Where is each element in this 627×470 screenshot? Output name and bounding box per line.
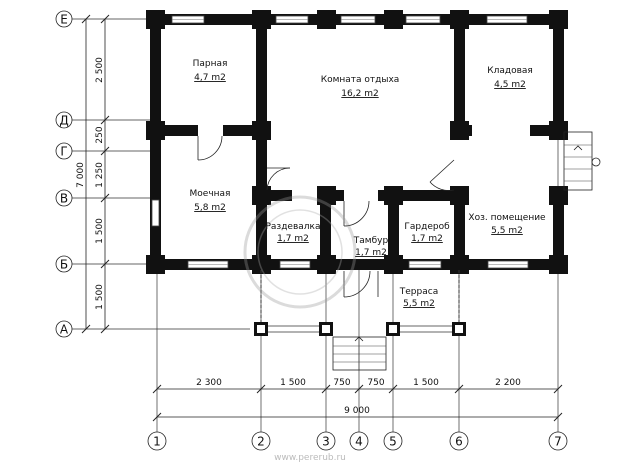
room-name-steam: Парная	[193, 59, 228, 69]
bottom-dim-2: 1 500	[280, 378, 306, 388]
room-area-storage: 4,5 m2	[494, 80, 526, 90]
left-dim-3: 1 250	[95, 162, 105, 188]
axis-label-1: 1	[153, 435, 161, 449]
axis-label-7: 7	[554, 435, 562, 449]
axis-label-3: 3	[322, 435, 330, 449]
axis-label-D: Д	[59, 114, 68, 128]
axis-label-A: А	[60, 323, 69, 337]
room-labels: Парная 4,7 m2 Комната отдыха 16,2 m2 Кла…	[190, 59, 547, 309]
watermark-logo	[243, 195, 357, 309]
room-name-dressing: Раздевалка	[265, 222, 320, 232]
axis-label-E: Е	[60, 13, 68, 27]
room-area-vestibule: 1,7 m2	[355, 248, 387, 258]
left-dim-1: 2 500	[95, 57, 105, 83]
room-area-utility: 5,5 m2	[491, 226, 523, 236]
left-dim-2: 250	[95, 126, 105, 143]
room-area-steam: 4,7 m2	[194, 73, 226, 83]
row-axes: Е Д Г В Б А	[55, 10, 250, 338]
axis-label-B: Б	[60, 258, 68, 272]
room-name-living: Комната отдыха	[321, 75, 400, 85]
left-dim-5: 1 500	[95, 284, 105, 310]
axis-label-4: 4	[355, 435, 363, 449]
bottom-dim-4: 750	[367, 378, 384, 388]
left-dimensions: 2 500 250 1 250 1 500 1 500 7 000	[76, 14, 110, 334]
room-name-washroom: Моечная	[190, 189, 231, 199]
left-dim-total: 7 000	[76, 162, 86, 188]
doors	[197, 131, 601, 298]
room-area-washroom: 5,8 m2	[194, 203, 226, 213]
column-axes: 1 2 3 4 5 6 7	[147, 140, 568, 451]
bottom-dim-5: 1 500	[413, 378, 439, 388]
room-name-wardrobe: Гардероб	[404, 222, 450, 232]
bottom-dim-total: 9 000	[344, 406, 370, 416]
room-name-storage: Кладовая	[487, 66, 533, 76]
left-dim-4: 1 500	[95, 218, 105, 244]
terrace-structure	[254, 270, 466, 371]
axis-label-G: Г	[60, 145, 67, 159]
room-name-utility: Хоз. помещение	[468, 213, 546, 223]
bottom-dim-6: 2 200	[495, 378, 521, 388]
room-name-vestibule: Тамбур	[353, 236, 389, 246]
axis-label-5: 5	[389, 435, 397, 449]
room-name-terrace: Терраса	[399, 287, 438, 297]
watermark-url: www.pererub.ru	[274, 453, 346, 463]
windows	[151, 15, 529, 269]
bottom-dimensions: 2 300 1 500 750 750 1 500 2 200 9 000	[152, 378, 563, 422]
axis-label-6: 6	[455, 435, 463, 449]
axis-label-V: В	[60, 192, 68, 206]
room-area-living: 16,2 m2	[341, 89, 378, 99]
bottom-dim-1: 2 300	[196, 378, 222, 388]
bottom-dim-3: 750	[333, 378, 350, 388]
axis-label-2: 2	[257, 435, 265, 449]
room-area-dressing: 1,7 m2	[277, 234, 309, 244]
room-area-wardrobe: 1,7 m2	[411, 234, 443, 244]
room-area-terrace: 5,5 m2	[403, 299, 435, 309]
